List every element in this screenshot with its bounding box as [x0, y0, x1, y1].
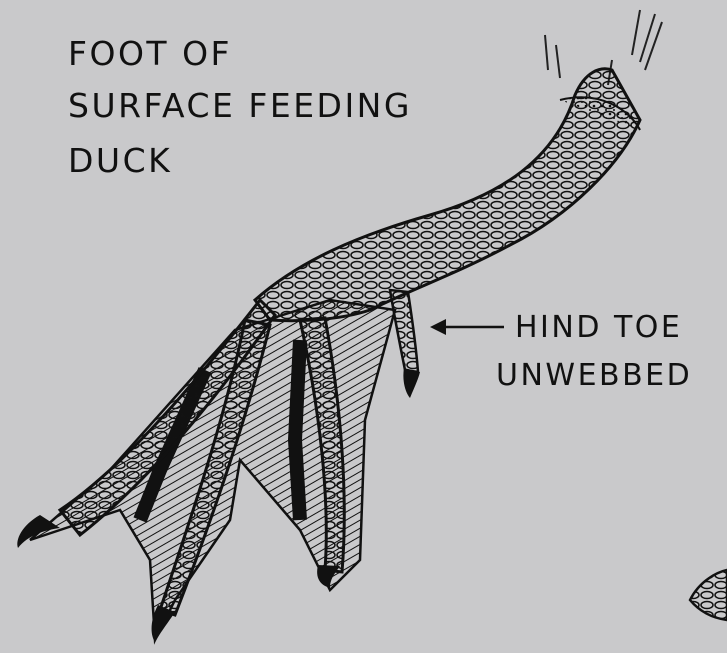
- callout-line-1: HIND TOE: [515, 310, 682, 345]
- hind-toe: [390, 290, 418, 372]
- title-line-2: SURFACE FEEDING: [68, 86, 412, 125]
- arrow-to-hind-toe: [430, 319, 504, 335]
- partial-second-foot: [690, 570, 727, 620]
- title-line-3: DUCK: [68, 141, 172, 180]
- title-line-1: FOOT OF: [68, 34, 232, 73]
- claw-hind: [403, 368, 420, 398]
- callout-line-2: UNWEBBED: [496, 358, 692, 393]
